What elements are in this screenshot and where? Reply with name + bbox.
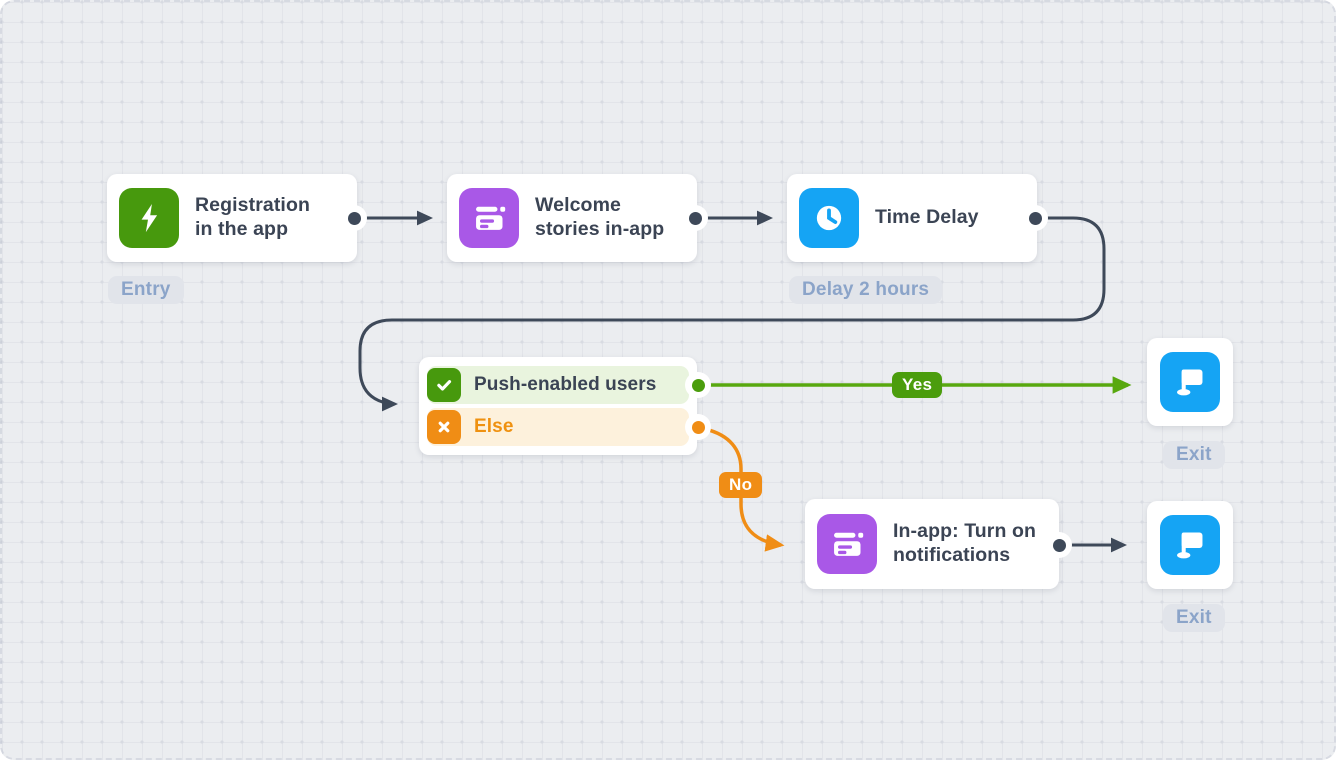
port-welcome-out[interactable] (682, 205, 708, 231)
node-exit-2[interactable] (1147, 501, 1233, 589)
x-icon (427, 410, 461, 444)
port-dot (691, 378, 705, 392)
node-title: Registration in the app (195, 194, 310, 240)
port-dot (691, 420, 705, 434)
node-welcome-stories[interactable]: Welcome stories in-app (447, 174, 697, 262)
edge-delay-to-condition[interactable] (358, 216, 1106, 412)
node-title: Time Delay (875, 206, 979, 229)
port-inapp-out[interactable] (1046, 532, 1072, 558)
node-time-delay[interactable]: Time Delay (787, 174, 1037, 262)
clock-icon (799, 188, 859, 248)
condition-branch-else[interactable]: Else (427, 408, 689, 446)
node-title: In-app: Turn on notifications (893, 520, 1037, 566)
port-dot (1052, 538, 1066, 552)
no-edge-label[interactable]: No (719, 472, 763, 498)
node-registration[interactable]: Registration in the app (107, 174, 357, 262)
condition-branch-yes[interactable]: Push-enabled users (427, 366, 689, 404)
yes-edge-label[interactable]: Yes (892, 372, 943, 398)
node-inapp-notifications[interactable]: In-app: Turn on notifications (805, 499, 1059, 589)
flag-icon (1160, 352, 1220, 412)
node-title: Welcome stories in-app (535, 194, 665, 240)
checkmark-icon (427, 368, 461, 402)
port-delay-out[interactable] (1022, 205, 1048, 231)
port-dot (1028, 211, 1042, 225)
delay-badge: Delay 2 hours (789, 276, 943, 304)
edge-condition-no-to-inapp[interactable] (704, 427, 785, 552)
node-exit-1[interactable] (1147, 338, 1233, 426)
inapp-message-icon (817, 514, 877, 574)
flag-icon (1160, 515, 1220, 575)
port-condition-yes-out[interactable] (685, 372, 711, 398)
exit-badge: Exit (1163, 604, 1225, 632)
node-condition[interactable]: Push-enabled users Else (419, 357, 697, 455)
port-dot (688, 211, 702, 225)
lightning-icon (119, 188, 179, 248)
entry-badge: Entry (108, 276, 184, 304)
port-condition-else-out[interactable] (685, 414, 711, 440)
exit-badge: Exit (1163, 441, 1225, 469)
condition-else-label: Else (474, 416, 514, 437)
condition-yes-label: Push-enabled users (474, 374, 657, 395)
inapp-message-icon (459, 188, 519, 248)
port-dot (347, 211, 361, 225)
port-registration-out[interactable] (341, 205, 367, 231)
